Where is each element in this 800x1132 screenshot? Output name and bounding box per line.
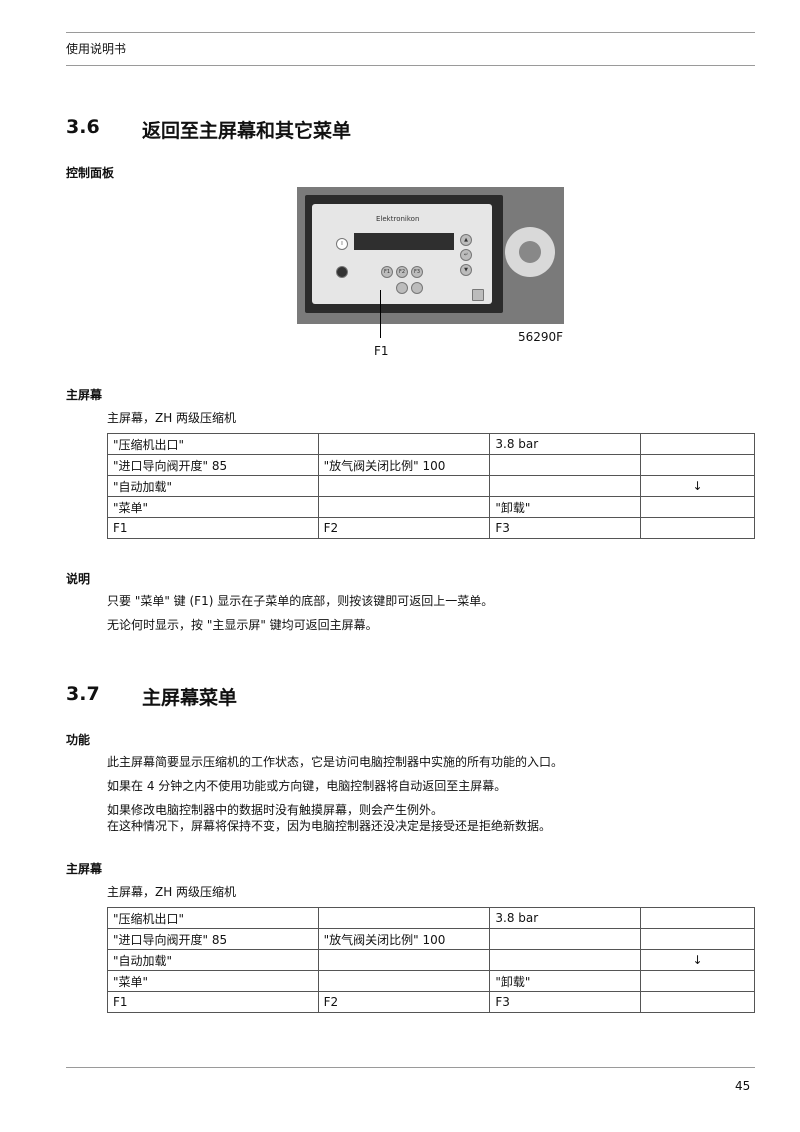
arrow-down-icon: ↓ bbox=[640, 475, 755, 497]
section-title: 返回至主屏幕和其它菜单 bbox=[142, 120, 352, 142]
brand-label: Elektronikon bbox=[376, 215, 420, 223]
table-cell: F1 bbox=[107, 517, 319, 539]
table-cell bbox=[489, 475, 642, 497]
body-paragraph: 如果在 4 分钟之内不使用功能或方向键，电脑控制器将自动返回至主屏幕。 bbox=[107, 779, 507, 793]
table-cell bbox=[317, 475, 491, 497]
table-cell: F1 bbox=[107, 991, 319, 1013]
note-paragraph: 只要 "菜单" 键 (F1) 显示在子菜单的底部，则按该键即可返回上一菜单。 bbox=[107, 594, 494, 608]
table-cell: "进口导向阀开度" 85 bbox=[107, 454, 319, 476]
table-cell bbox=[317, 970, 491, 992]
table-cell bbox=[317, 907, 491, 929]
f3-key: F3 bbox=[411, 266, 423, 278]
note-paragraph: 无论何时显示，按 "主显示屏" 键均可返回主屏幕。 bbox=[107, 618, 378, 632]
power-icon bbox=[336, 266, 348, 278]
table-cell: "卸载" bbox=[489, 496, 642, 518]
main-screen-table: "压缩机出口" 3.8 bar "进口导向阀开度" 85 "放气阀关闭比例" 1… bbox=[107, 907, 755, 1013]
table-cell bbox=[317, 949, 491, 971]
emergency-stop-ring bbox=[505, 227, 555, 277]
header-rule bbox=[66, 65, 755, 66]
doc-title: 使用说明书 bbox=[66, 42, 127, 56]
main-screen-table: "压缩机出口" 3.8 bar "进口导向阀开度" 85 "放气阀关闭比例" 1… bbox=[107, 433, 755, 539]
table-row: "菜单" "卸载" bbox=[107, 496, 755, 518]
table-row: "自动加载" ↓ bbox=[107, 475, 755, 497]
table-cell bbox=[640, 496, 755, 518]
footer-rule bbox=[66, 1067, 755, 1068]
screen-caption: 主屏幕，ZH 两级压缩机 bbox=[107, 885, 237, 899]
body-paragraph: 如果修改电脑控制器中的数据时没有触摸屏幕，则会产生例外。 bbox=[107, 803, 444, 817]
enter-icon: ↵ bbox=[460, 249, 472, 261]
body-paragraph: 此主屏幕简要显示压缩机的工作状态，它是访问电脑控制器中实施的所有功能的入口。 bbox=[107, 755, 564, 769]
start-icon bbox=[396, 282, 408, 294]
controller-housing: Elektronikon I F1 F2 F3 ▲ ↵ ▼ bbox=[305, 195, 503, 313]
table-cell: 3.8 bar bbox=[489, 907, 642, 929]
table-cell: 3.8 bar bbox=[489, 433, 642, 455]
table-cell bbox=[489, 454, 642, 476]
subheading-control-panel: 控制面板 bbox=[66, 166, 115, 180]
table-cell: "压缩机出口" bbox=[107, 907, 319, 929]
subheading-main-screen: 主屏幕 bbox=[66, 388, 103, 402]
section-number: 3.6 bbox=[66, 116, 100, 138]
lcd-display bbox=[354, 233, 454, 250]
table-cell: "进口导向阀开度" 85 bbox=[107, 928, 319, 950]
table-cell bbox=[640, 970, 755, 992]
section-title: 主屏幕菜单 bbox=[142, 687, 238, 709]
table-cell bbox=[317, 433, 491, 455]
f1-key: F1 bbox=[381, 266, 393, 278]
body-paragraph: 在这种情况下，屏幕将保持不变，因为电脑控制器还没决定是接受还是拒绝新数据。 bbox=[107, 819, 552, 833]
top-rule bbox=[66, 32, 755, 33]
table-row: "菜单" "卸载" bbox=[107, 970, 755, 992]
page-number: 45 bbox=[735, 1079, 751, 1093]
table-cell bbox=[489, 928, 642, 950]
table-row: F1 F2 F3 bbox=[107, 991, 755, 1013]
callout-line bbox=[380, 290, 381, 338]
emergency-stop-button bbox=[519, 241, 541, 263]
table-row: F1 F2 F3 bbox=[107, 517, 755, 539]
logo-icon bbox=[472, 289, 484, 301]
subheading-function: 功能 bbox=[66, 733, 91, 747]
subheading-main-screen: 主屏幕 bbox=[66, 862, 103, 876]
table-row: "进口导向阀开度" 85 "放气阀关闭比例" 100 bbox=[107, 928, 755, 950]
subheading-notes: 说明 bbox=[66, 572, 91, 586]
table-cell: F3 bbox=[489, 517, 642, 539]
table-row: "压缩机出口" 3.8 bar bbox=[107, 433, 755, 455]
table-cell: "卸载" bbox=[489, 970, 642, 992]
table-cell: "放气阀关闭比例" 100 bbox=[317, 454, 491, 476]
table-cell: "自动加载" bbox=[107, 475, 319, 497]
table-row: "进口导向阀开度" 85 "放气阀关闭比例" 100 bbox=[107, 454, 755, 476]
table-cell: "菜单" bbox=[107, 970, 319, 992]
figure-code: 56290F bbox=[518, 330, 564, 344]
table-cell bbox=[317, 496, 491, 518]
stop-icon bbox=[411, 282, 423, 294]
table-cell bbox=[640, 928, 755, 950]
table-cell: "自动加载" bbox=[107, 949, 319, 971]
info-icon: I bbox=[336, 238, 348, 250]
controller-faceplate: Elektronikon I F1 F2 F3 ▲ ↵ ▼ bbox=[312, 204, 492, 304]
table-row: "自动加载" ↓ bbox=[107, 949, 755, 971]
table-row: "压缩机出口" 3.8 bar bbox=[107, 907, 755, 929]
arrow-down-icon: ▼ bbox=[460, 264, 472, 276]
table-cell: "压缩机出口" bbox=[107, 433, 319, 455]
table-cell bbox=[640, 433, 755, 455]
table-cell bbox=[489, 949, 642, 971]
arrow-down-icon: ↓ bbox=[640, 949, 755, 971]
callout-label: F1 bbox=[374, 344, 389, 358]
table-cell bbox=[640, 991, 755, 1013]
table-cell bbox=[640, 517, 755, 539]
f2-key: F2 bbox=[396, 266, 408, 278]
table-cell: "放气阀关闭比例" 100 bbox=[317, 928, 491, 950]
table-cell: F2 bbox=[317, 991, 491, 1013]
table-cell: F2 bbox=[317, 517, 491, 539]
table-cell bbox=[640, 454, 755, 476]
table-cell: "菜单" bbox=[107, 496, 319, 518]
arrow-up-icon: ▲ bbox=[460, 234, 472, 246]
control-panel-photo: Elektronikon I F1 F2 F3 ▲ ↵ ▼ bbox=[297, 187, 564, 324]
table-cell bbox=[640, 907, 755, 929]
section-number: 3.7 bbox=[66, 683, 100, 705]
table-cell: F3 bbox=[489, 991, 642, 1013]
screen-caption: 主屏幕，ZH 两级压缩机 bbox=[107, 411, 237, 425]
